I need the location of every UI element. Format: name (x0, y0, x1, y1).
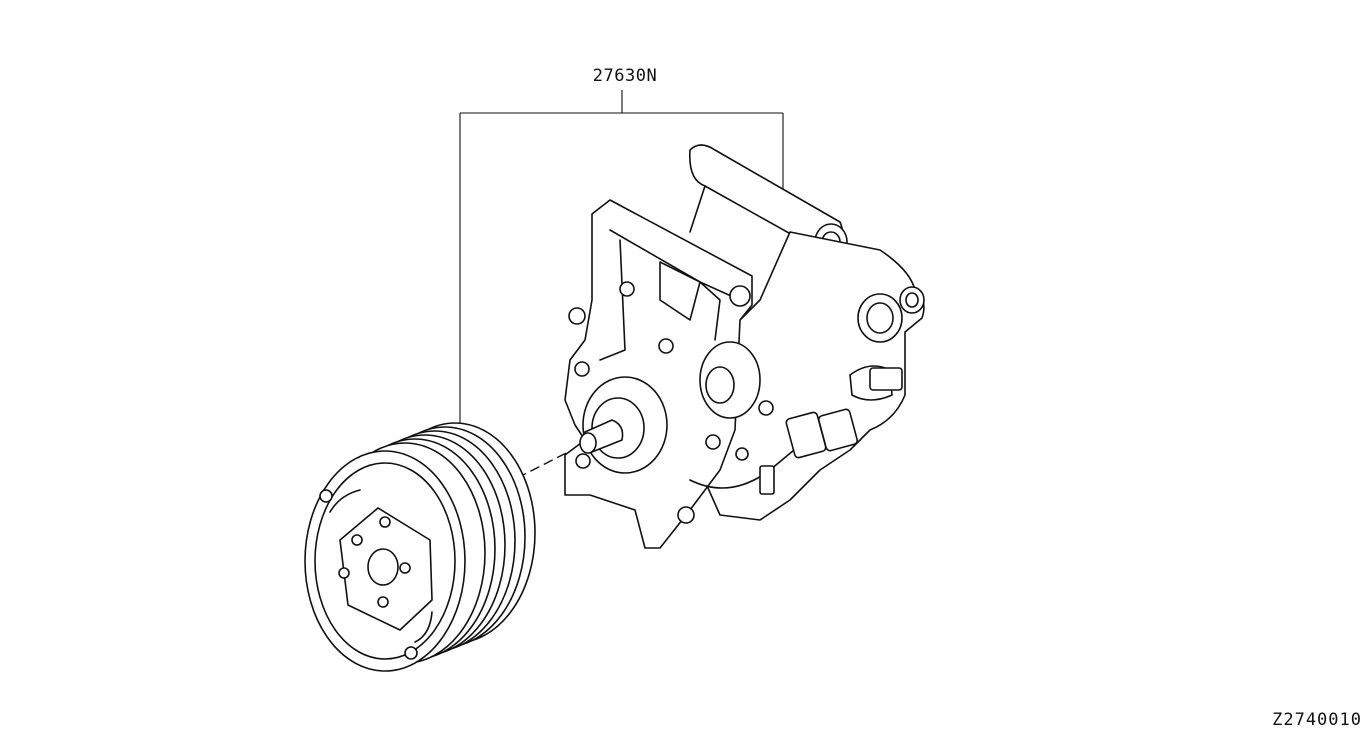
compressor-body (564, 144, 925, 549)
callout-bracket (459, 90, 784, 430)
clutch-pulley (304, 422, 536, 672)
figure-code: Z2740010 (1272, 710, 1362, 730)
callout-label-27630n: 27630N (592, 66, 658, 86)
